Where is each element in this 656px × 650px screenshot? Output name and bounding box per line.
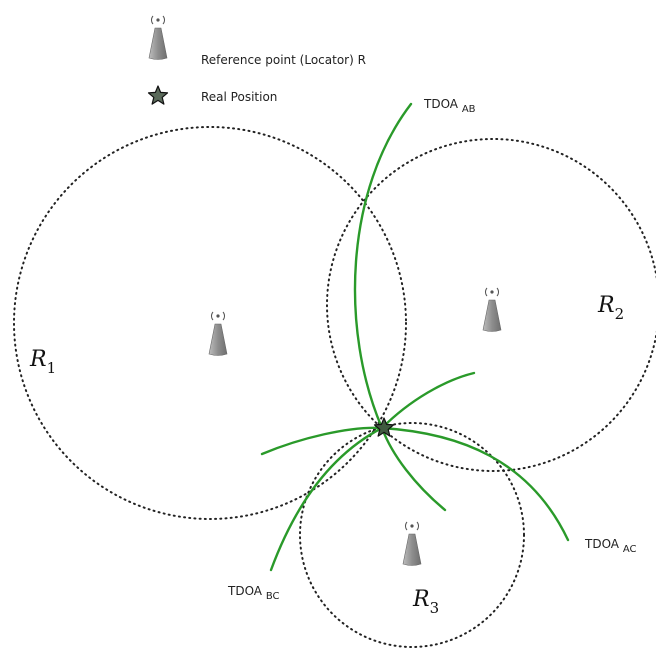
antenna-tower-icon	[402, 521, 422, 566]
range-circle-r3	[299, 422, 525, 648]
legend-reference-label: Reference point (Locator) R	[201, 53, 366, 67]
legend: Reference point (Locator) R Real Positio…	[147, 15, 366, 105]
range-circle-r1	[13, 126, 407, 520]
tdoa-curves	[260, 102, 570, 572]
tdoa-bc-label: TDOA BC	[227, 584, 280, 602]
tdoa-ac-curve	[260, 426, 384, 456]
legend-position-label: Real Position	[201, 90, 277, 104]
tdoa-ac-curve	[380, 426, 570, 542]
tdoa-ac-label: TDOA AC	[584, 537, 636, 555]
antenna-tower-icon	[208, 311, 228, 356]
range-circle-r2	[326, 138, 656, 472]
tdoa-bc-curve	[380, 371, 476, 430]
tdoa-ab-curve	[380, 426, 447, 512]
r3-label: R3	[412, 587, 439, 617]
star-icon	[147, 85, 169, 105]
r1-label: R1	[29, 347, 56, 377]
r2-label: R2	[597, 293, 624, 323]
antenna-tower-icon	[148, 15, 168, 60]
tdoa-bc-curve	[269, 426, 384, 572]
real-position-star	[373, 417, 395, 437]
tdoa-ab-label: TDOA AB	[423, 97, 476, 115]
tdoa-ab-curve	[353, 102, 413, 430]
antenna-tower-icon	[482, 287, 502, 332]
